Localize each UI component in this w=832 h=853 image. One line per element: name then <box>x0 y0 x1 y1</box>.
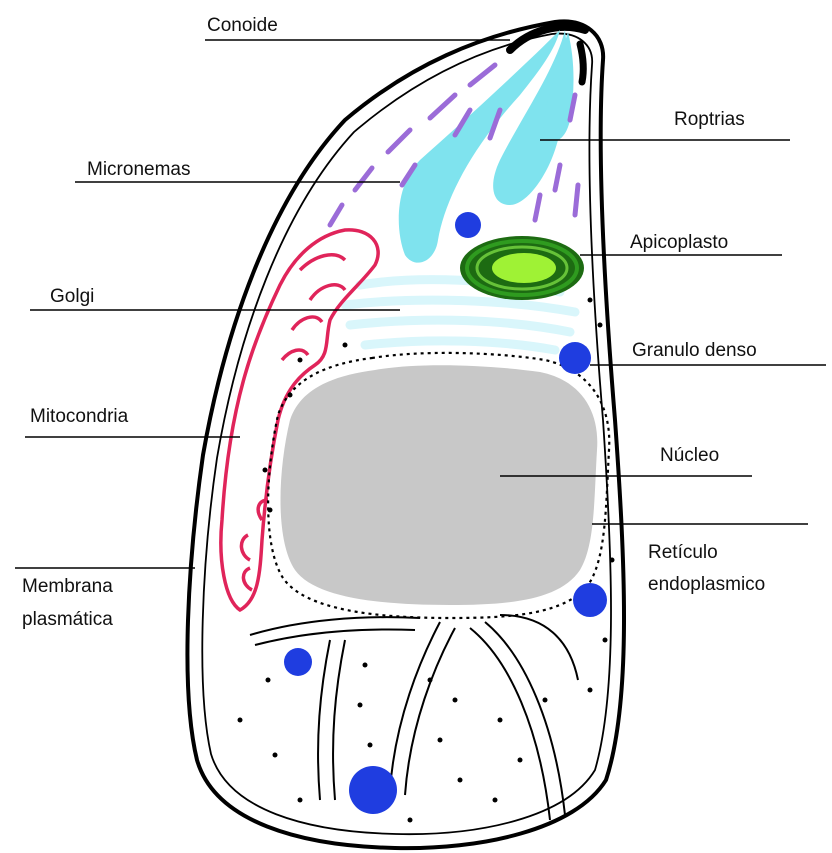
label-golgi: Golgi <box>50 286 94 307</box>
ribosome-dot <box>518 758 523 763</box>
ribosome-dot <box>498 718 503 723</box>
label-apicoplasto: Apicoplasto <box>630 232 728 253</box>
ribosome-dot <box>363 663 368 668</box>
ribosome-dot <box>588 688 593 693</box>
ribosome-dot <box>458 778 463 783</box>
ribosome-dot <box>263 468 268 473</box>
ribosome-dot <box>603 638 608 643</box>
ribosome-dot <box>268 508 273 513</box>
label-granulo-denso: Granulo denso <box>632 340 757 361</box>
ribosome-dot <box>298 798 303 803</box>
dense-granule <box>284 648 312 676</box>
microneme <box>575 185 578 215</box>
ribosome-dot <box>343 343 348 348</box>
ribosome-dot <box>238 718 243 723</box>
ribosome-dot <box>610 558 615 563</box>
dense-granule <box>455 212 481 238</box>
ribosome-dot <box>273 753 278 758</box>
ribosome-dot <box>598 323 603 328</box>
ribosome-dot <box>408 818 413 823</box>
label-reticulo-line1: Retículo <box>648 542 718 563</box>
label-nucleo: Núcleo <box>660 445 719 466</box>
ribosome-dot <box>543 698 548 703</box>
ribosome-dot <box>453 698 458 703</box>
label-reticulo-line2: endoplasmico <box>648 574 765 595</box>
ribosome-dot <box>288 393 293 398</box>
ribosome-dot <box>298 358 303 363</box>
label-membrana-line1: Membrana <box>22 576 113 597</box>
label-micronemas: Micronemas <box>87 159 190 180</box>
ribosome-dot <box>438 738 443 743</box>
ribosome-dot <box>493 798 498 803</box>
label-mitocondria: Mitocondria <box>30 406 129 427</box>
label-conoide: Conoide <box>207 15 278 36</box>
ribosome-dot <box>358 703 363 708</box>
ribosome-dot <box>588 298 593 303</box>
label-roptrias: Roptrias <box>674 109 745 130</box>
label-membrana-line2: plasmática <box>22 609 113 630</box>
dense-granule <box>559 342 591 374</box>
ribosome-dot <box>368 743 373 748</box>
dense-granule <box>573 583 607 617</box>
ribosome-dot <box>428 678 433 683</box>
ribosome-dot <box>266 678 271 683</box>
nucleus <box>280 365 597 605</box>
apicoplast <box>460 236 584 300</box>
dense-granule <box>349 766 397 814</box>
